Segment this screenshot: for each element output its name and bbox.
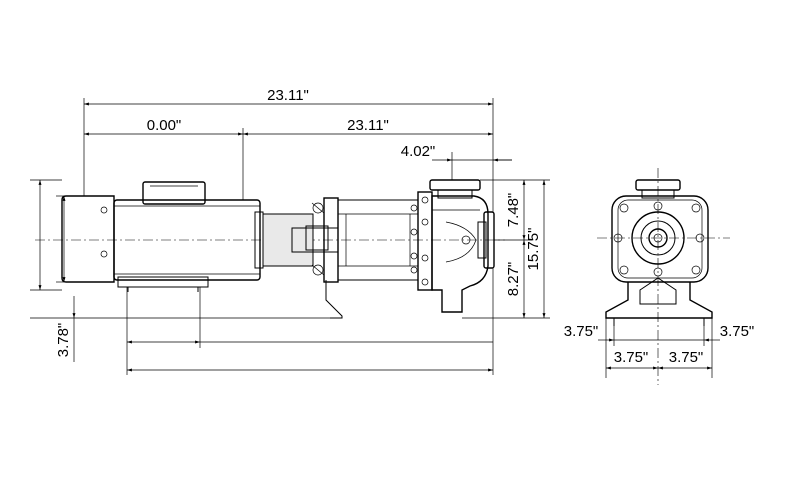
discharge-flange: [429, 179, 481, 191]
motor-body: [113, 199, 261, 281]
junction-box: [142, 181, 206, 205]
support-bracket: [325, 280, 343, 319]
side-view: [35, 179, 505, 319]
dim-base-height: 3.78": [55, 323, 72, 358]
coupling-adapter: [262, 213, 314, 267]
dim-pump-section: 23.11": [347, 117, 389, 134]
end-view: [597, 168, 730, 385]
pump-casing: [431, 195, 489, 313]
motor-end-cap: [61, 195, 115, 283]
dim-overall-length: 23.11": [267, 87, 309, 104]
casing-flange: [417, 191, 433, 291]
dim-overall-height: 15.75": [525, 228, 542, 271]
dim-shaft-height: 8.27": [505, 262, 522, 297]
motor-foot: [117, 276, 209, 288]
end-base: [605, 282, 713, 319]
dim-suction-offset: 4.02": [401, 143, 436, 160]
dimension-labels: 23.11" 0.00" 23.11" 4.02" 7.48" 8.27" 15…: [55, 87, 754, 366]
end-casing: [611, 195, 709, 283]
dim-end-left-inner: 3.75": [614, 349, 649, 366]
dim-motor-section: 0.00": [147, 117, 182, 134]
dim-discharge-height: 7.48": [505, 193, 522, 228]
dimension-lines: [30, 98, 720, 378]
dim-end-left-outer: 3.75": [564, 323, 599, 340]
dim-end-right-outer: 3.75": [720, 323, 755, 340]
dim-end-right-inner: 3.75": [669, 349, 704, 366]
suction-eye: [631, 211, 685, 265]
